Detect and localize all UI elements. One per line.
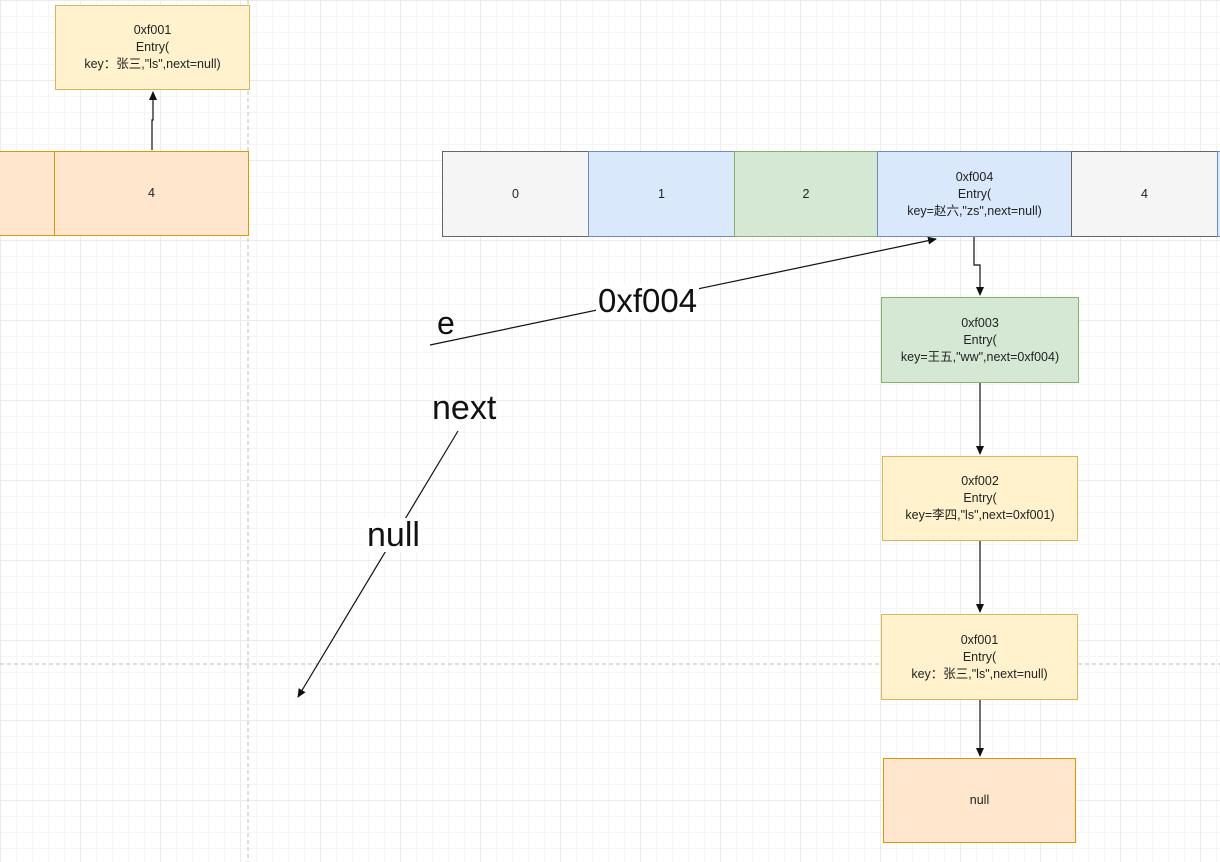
array-cell-2: 2 [734, 151, 878, 237]
chain-entry-0xf002: 0xf002 Entry( key=李四,"ls",next=0xf001) [882, 456, 1078, 541]
array-cell-1: 1 [588, 151, 735, 237]
label-e: e [437, 305, 455, 341]
array-cell-4: 4 [1071, 151, 1218, 237]
entry-content: key=王五,"ww",next=0xf004) [900, 349, 1060, 364]
entry-type: Entry( [962, 649, 997, 664]
cell-label: 1 [658, 186, 665, 201]
entry-address: 0xf001 [960, 632, 999, 647]
entry-address: 0xf004 [955, 169, 994, 184]
array-cell-5-partial [1217, 151, 1220, 237]
entry-type: Entry( [963, 491, 997, 505]
cell-label: 4 [1141, 186, 1148, 201]
chain-entry-0xf001: 0xf001 Entry( key：张三,"ls",next=null) [881, 614, 1078, 700]
entry-address: 0xf002 [961, 474, 999, 488]
entry-content: key=赵六,"zs",next=null) [907, 203, 1042, 218]
entry-type: Entry( [963, 332, 997, 347]
entry-content: key：张三,"ls",next=null) [84, 57, 221, 71]
cell-label: 2 [802, 186, 810, 201]
entry-address: 0xf001 [133, 23, 172, 37]
arrow-next-to-null [297, 430, 459, 698]
entry-content: key=李四,"ls",next=0xf001) [905, 508, 1055, 522]
left-array-cell-partial [0, 151, 55, 236]
cell-label: 4 [148, 186, 155, 200]
top-entry-box: 0xf001 Entry( key：张三,"ls",next=null) [55, 5, 250, 90]
label-next-value: null [365, 516, 422, 554]
null-box: null [883, 758, 1076, 843]
array-cell-3: 0xf004 Entry( key=赵六,"zs",next=null) [877, 151, 1072, 237]
array-cell-0: 0 [442, 151, 589, 237]
label-next: next [432, 389, 497, 427]
entry-type: Entry( [135, 40, 170, 54]
left-array-cell-4: 4 [54, 151, 249, 236]
label-e-value: 0xf004 [596, 282, 700, 319]
cell-label: 0 [512, 186, 519, 201]
chain-entry-0xf003: 0xf003 Entry( key=王五,"ww",next=0xf004) [881, 297, 1079, 383]
entry-content: key：张三,"ls",next=null) [911, 666, 1048, 681]
arrow-cell3-to-0xf003 [973, 237, 984, 296]
entry-type: Entry( [957, 186, 992, 201]
null-label: null [969, 793, 990, 807]
entry-address: 0xf003 [961, 315, 999, 330]
arrow-cell4-to-top-entry [149, 91, 157, 150]
